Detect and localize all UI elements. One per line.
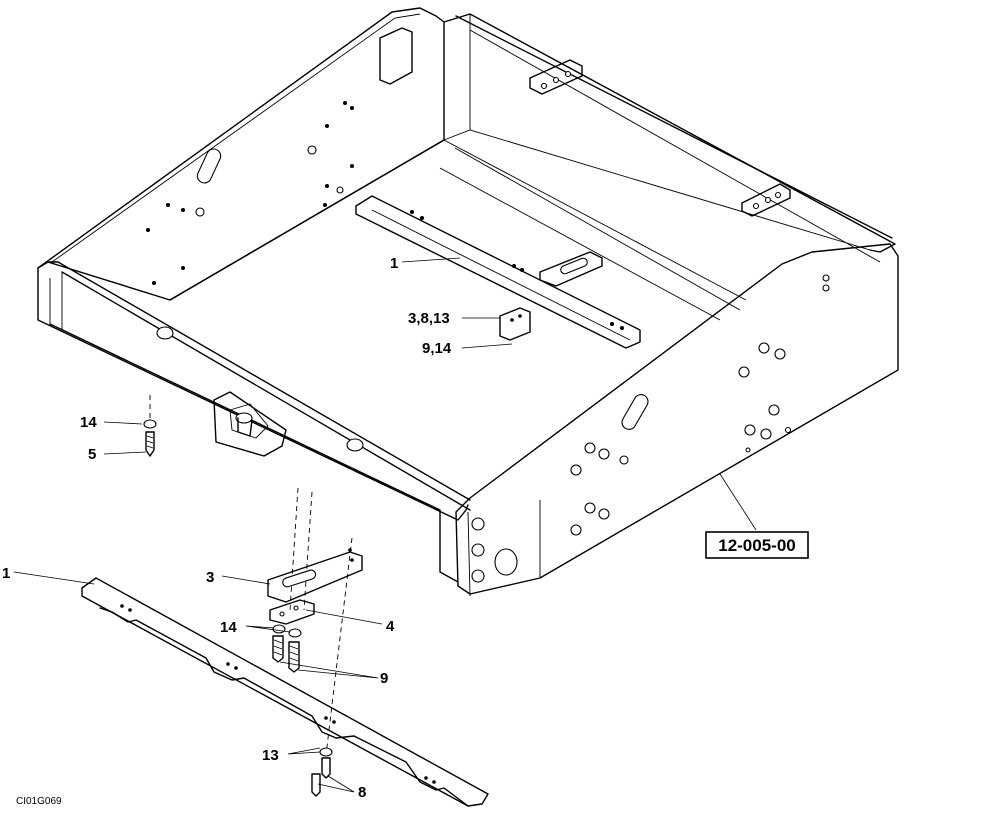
callout-9-14-upper: 9,14 — [422, 340, 452, 357]
reference-box-label: 12-005-00 — [718, 536, 796, 555]
callout-1-lower: 1 — [2, 565, 10, 582]
callout-3: 3 — [206, 569, 214, 586]
callout-14-left: 14 — [80, 414, 97, 431]
bracket-part-3 — [267, 548, 363, 603]
callout-13: 13 — [262, 747, 279, 764]
right-plate-holes — [570, 274, 830, 536]
skid-bar-part-1 — [81, 577, 489, 807]
leader-lines — [13, 257, 757, 793]
clamp-block-lower — [741, 183, 791, 217]
callout-9: 9 — [380, 670, 388, 687]
left-plate-holes — [146, 101, 354, 285]
callout-5: 5 — [88, 446, 96, 463]
callout-3-8-13: 3,8,13 — [408, 310, 450, 327]
drawing-code: CI01G069 — [16, 796, 62, 807]
clamp-block-upper — [529, 59, 583, 95]
callout-4: 4 — [386, 618, 395, 635]
tow-bracket — [213, 391, 287, 457]
callout-14-lower: 14 — [220, 619, 237, 636]
frame-assembly — [37, 7, 899, 597]
callout-8: 8 — [358, 784, 366, 801]
plate-part-4 — [269, 599, 315, 625]
exploded-parts — [81, 395, 489, 807]
callout-labels: 1 3,8,13 9,14 14 5 1 3 14 4 9 13 8 — [2, 255, 452, 801]
callout-1-upper: 1 — [390, 255, 398, 272]
bolts-part-9 — [272, 635, 300, 673]
reference-box: 12-005-00 — [705, 531, 809, 559]
installed-skid-bar — [355, 195, 641, 349]
